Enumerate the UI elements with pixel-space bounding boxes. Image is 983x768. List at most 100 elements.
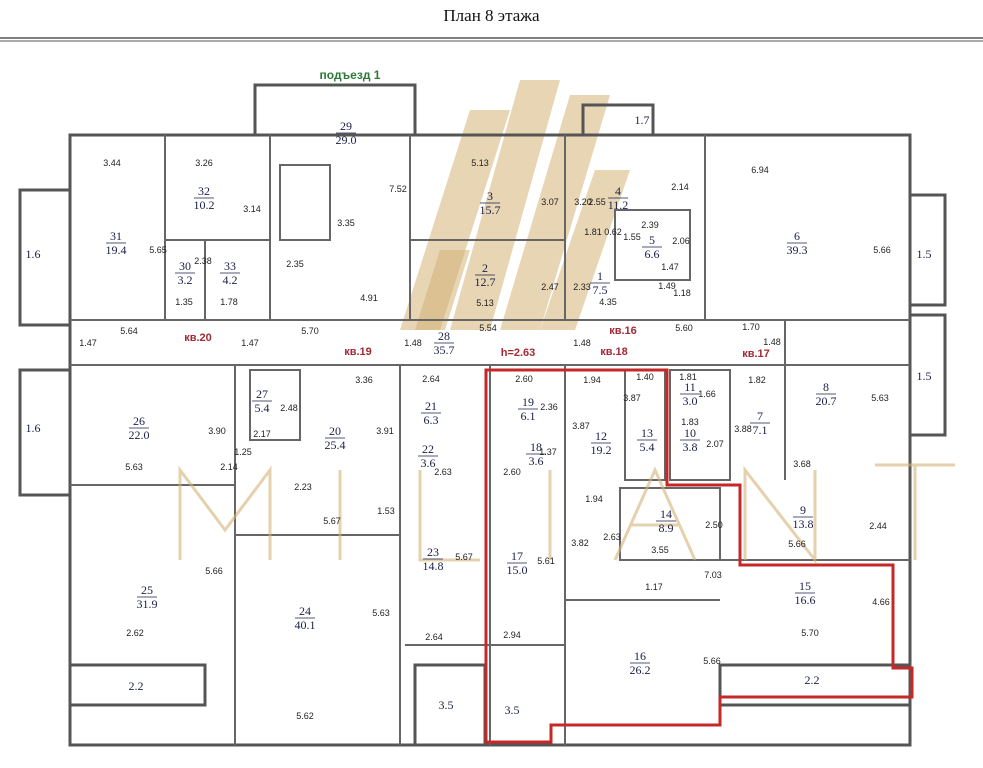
balcony-area: 1.5 (917, 369, 932, 383)
dimension-label: 5.70 (301, 326, 319, 336)
dimension-label: 2.39 (641, 220, 659, 230)
dimension-label: 2.63 (434, 467, 452, 477)
dimension-label: 6.94 (751, 165, 769, 175)
room-number-5: 5 (649, 233, 655, 247)
dimension-label: 1.94 (583, 375, 601, 385)
room-area-5: 6.6 (645, 247, 660, 261)
room-number-18: 18 (530, 440, 542, 454)
watermark-logo (400, 80, 630, 330)
dimension-label: 5.66 (205, 566, 223, 576)
dimension-label: 3.82 (571, 538, 589, 548)
room-number-24: 24 (299, 604, 311, 618)
dimension-label: 1.48 (573, 338, 591, 348)
dimension-label: 1.48 (763, 337, 781, 347)
room-number-2: 2 (482, 261, 488, 275)
room-area-28: 35.7 (434, 343, 455, 357)
room-area-29: 29.0 (336, 133, 357, 147)
dimension-label: 3.88 (734, 424, 752, 434)
balcony-area: 1.5 (917, 247, 932, 261)
room-area-19: 6.1 (521, 409, 536, 423)
dimension-label: 2.62 (126, 628, 144, 638)
dimension-label: 0.62 (604, 227, 622, 237)
room-number-19: 19 (522, 395, 534, 409)
dimension-label: 5.62 (296, 711, 314, 721)
dimension-label: 5.64 (120, 326, 138, 336)
room-number-4: 4 (615, 184, 621, 198)
dimension-label: 2.63 (603, 532, 621, 542)
room-area-21: 6.3 (424, 413, 439, 427)
room-area-3: 15.7 (480, 203, 501, 217)
dimension-label: 2.60 (515, 374, 533, 384)
room-area-2: 12.7 (475, 275, 496, 289)
dimension-label: 5.66 (788, 539, 806, 549)
dimension-label: 5.65 (149, 245, 167, 255)
room-area-12: 19.2 (591, 443, 612, 457)
dimension-label: 3.55 (651, 545, 669, 555)
room-area-18: 3.6 (529, 454, 544, 468)
room-number-11: 11 (684, 380, 696, 394)
dimension-label: 2.23 (294, 482, 312, 492)
room-number-26: 26 (133, 414, 145, 428)
dimension-label: 1.35 (175, 297, 193, 307)
apartment-label-kv17: кв.17 (742, 348, 770, 360)
room-area-24: 40.1 (295, 618, 316, 632)
room-number-16: 16 (634, 649, 646, 663)
room-area-14: 8.9 (659, 521, 674, 535)
dimension-label: 5.63 (372, 608, 390, 618)
dimension-label: 1.55 (623, 232, 641, 242)
dimension-label: 1.47 (241, 338, 259, 348)
room-area-26: 22.0 (129, 428, 150, 442)
room-area-15: 16.6 (795, 593, 816, 607)
balcony-area: 1.6 (26, 247, 41, 261)
dimension-label: 1.37 (539, 447, 557, 457)
room-area-27: 5.4 (255, 401, 270, 415)
dimension-label: 1.25 (234, 447, 252, 457)
dimension-label: 5.13 (476, 298, 494, 308)
room-area-22: 3.6 (421, 456, 436, 470)
room-area-8: 20.7 (816, 394, 837, 408)
dimension-label: 5.63 (125, 462, 143, 472)
room-number-20: 20 (329, 424, 341, 438)
dimension-label: 2.07 (706, 439, 724, 449)
balcony-area: 3.5 (439, 698, 454, 712)
dimension-label: 2.06 (672, 236, 690, 246)
dimension-label: 1.53 (377, 506, 395, 516)
dimension-label: 5.66 (703, 656, 721, 666)
room-area-10: 3.8 (683, 440, 698, 454)
dimension-label: 1.83 (681, 417, 699, 427)
room-area-31: 19.4 (106, 243, 127, 257)
apartment-label-kv16: кв.16 (609, 325, 637, 337)
dimension-label: 3.36 (355, 375, 373, 385)
dimension-label: 2.17 (253, 429, 271, 439)
room-number-9: 9 (800, 503, 806, 517)
dimension-label: 5.63 (871, 393, 889, 403)
dimension-label: 2.44 (869, 521, 887, 531)
balcony-area: 2.2 (129, 679, 144, 693)
room-labels: 17.5212.7315.7411.256.6639.377.1820.7913… (106, 119, 837, 677)
dimension-label: 2.64 (425, 632, 443, 642)
dimension-label: 3.68 (793, 459, 811, 469)
room-area-16: 26.2 (630, 663, 651, 677)
room-area-1: 7.5 (593, 283, 608, 297)
dimension-label: 3.14 (243, 204, 261, 214)
room-number-6: 6 (794, 229, 800, 243)
room-area-33: 4.2 (223, 273, 238, 287)
dimension-label: 2.48 (280, 403, 298, 413)
room-number-23: 23 (427, 545, 439, 559)
balcony-area: 1.6 (26, 421, 41, 435)
dimension-label: 1.48 (404, 338, 422, 348)
dimension-label: 2.60 (503, 467, 521, 477)
dimension-label: 1.18 (673, 288, 691, 298)
entrance-label: подъезд 1 (320, 68, 381, 82)
room-area-23: 14.8 (423, 559, 444, 573)
dimension-label: 7.52 (389, 184, 407, 194)
dimension-label: 1.82 (748, 375, 766, 385)
room-area-11: 3.0 (683, 394, 698, 408)
room-number-27: 27 (256, 387, 268, 401)
room-area-6: 39.3 (787, 243, 808, 257)
dimension-label: 2.33 (573, 282, 591, 292)
room-area-7: 7.1 (753, 423, 768, 437)
dimension-label: 5.60 (675, 323, 693, 333)
dimension-label: 5.66 (873, 245, 891, 255)
